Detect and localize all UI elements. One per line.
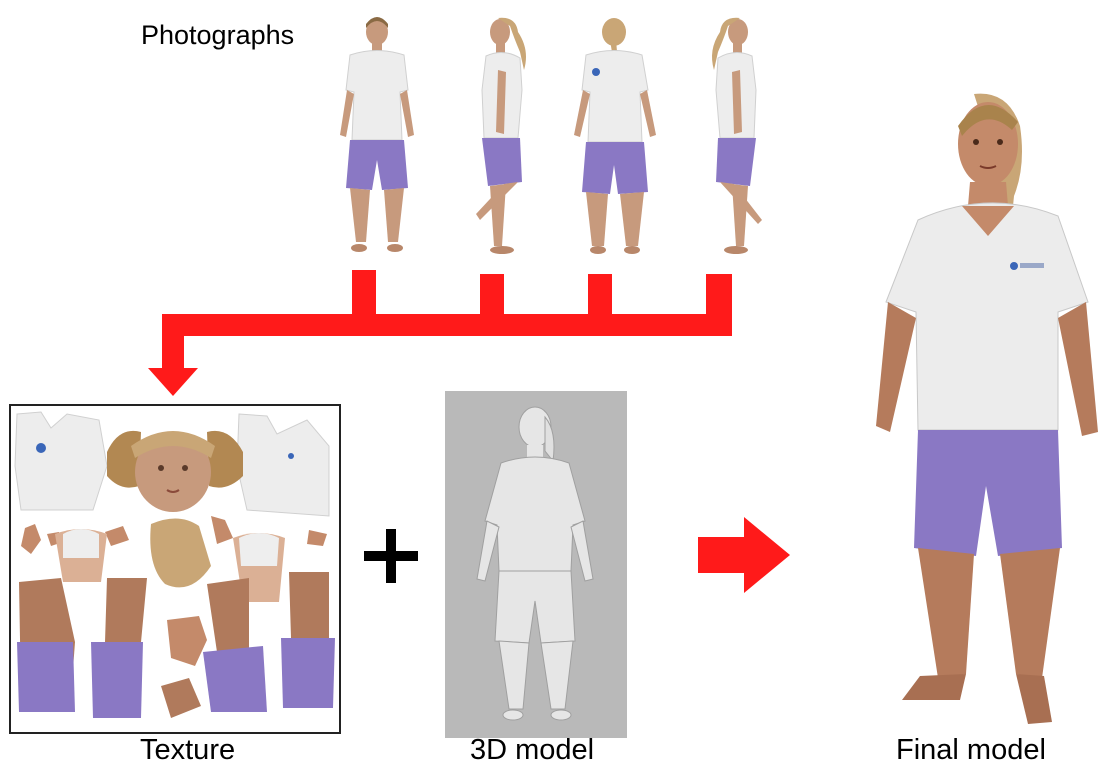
connector-tab-1 (352, 270, 376, 318)
connector-tab-3 (588, 274, 612, 320)
arrow-right-icon (698, 517, 792, 593)
connector-tab-2 (480, 274, 504, 320)
texture-atlas (9, 404, 341, 734)
plus-icon (362, 527, 420, 585)
connector-bar (162, 314, 732, 336)
connector-down (162, 314, 184, 370)
arrow-down-icon (148, 368, 198, 396)
final-model-render (862, 86, 1102, 732)
model-3d-render (445, 391, 627, 738)
